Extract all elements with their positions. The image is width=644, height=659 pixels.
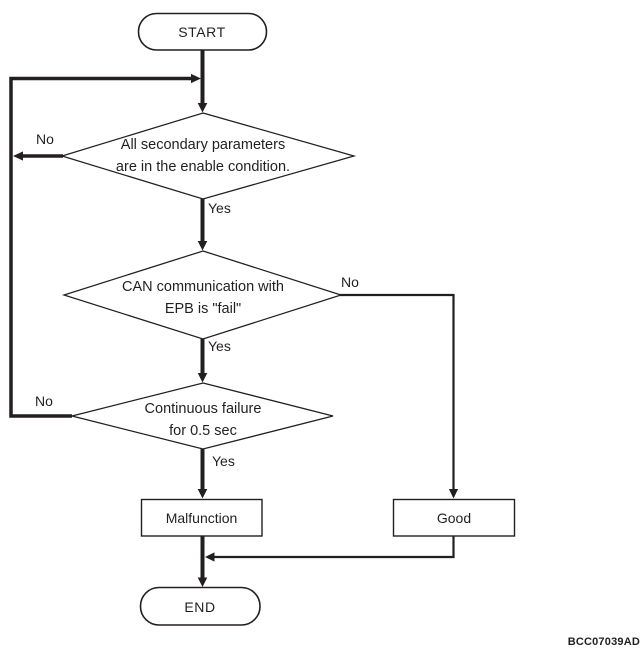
decision2-diamond-shape	[61, 250, 344, 340]
arrowhead-decision1-no-into-loop	[13, 151, 23, 161]
good-node-label: Good	[436, 509, 472, 526]
edge-label-decision2-no: No	[341, 274, 359, 290]
decision2-label-line2: EPB is "fail"	[164, 300, 242, 317]
edge-label-decision1-no: No	[36, 131, 54, 147]
connectors-feedback-loop	[9, 76, 192, 418]
arrowhead-into-malfunction	[197, 489, 208, 499]
arrowhead-into-decision3	[197, 373, 208, 383]
arrowhead-into-decision1	[197, 103, 208, 113]
decision3-label-line2: for 0.5 sec	[169, 422, 237, 439]
edge-decision3-no-loop	[9, 76, 192, 418]
good-node-shape	[392, 498, 516, 537]
malfunction-node-shape	[140, 498, 263, 537]
decision1-label-line1: All secondary parameters	[120, 137, 286, 153]
end-node-shape	[139, 586, 261, 626]
arrowhead-into-good	[448, 489, 459, 499]
decision1-label-line2: are in the enable condition.	[115, 158, 291, 175]
figure-code: BCC07039AD	[567, 636, 640, 648]
decision2-label: CAN communication with EPB is "fail"	[53, 277, 353, 320]
edge-label-decision3-no: No	[35, 393, 53, 409]
malfunction-node-label: Malfunction	[165, 509, 238, 526]
terminator-shapes	[137, 12, 268, 626]
decision2-label-line1: CAN communication with	[122, 279, 284, 295]
connectors-good-branch	[214, 293, 455, 559]
edge-label-decision3-yes: Yes	[212, 453, 235, 469]
decision-shapes	[59, 112, 357, 450]
edge-decision2-no-to-good	[340, 293, 455, 491]
end-node-label: END	[184, 598, 216, 615]
edge-label-decision1-yes: Yes	[208, 200, 231, 216]
start-node-shape	[137, 12, 268, 51]
edge-label-decision2-yes: Yes	[208, 338, 231, 354]
decision3-label-line1: Continuous failure	[144, 401, 262, 417]
arrowhead-into-decision2	[197, 241, 208, 251]
decision3-diamond-shape	[71, 382, 334, 450]
decision3-label: Continuous failure for 0.5 sec	[53, 399, 353, 442]
decision1-diamond-shape	[59, 112, 357, 200]
arrowhead-good-join	[205, 552, 215, 562]
arrowheads	[13, 73, 459, 587]
arrowhead-into-end	[197, 577, 208, 587]
edge-good-to-join	[214, 536, 455, 559]
process-shapes	[140, 498, 516, 537]
arrowhead-loop-into-mainline	[191, 73, 201, 84]
start-node-label: START	[178, 23, 226, 40]
decision1-label: All secondary parameters are in the enab…	[53, 135, 353, 178]
